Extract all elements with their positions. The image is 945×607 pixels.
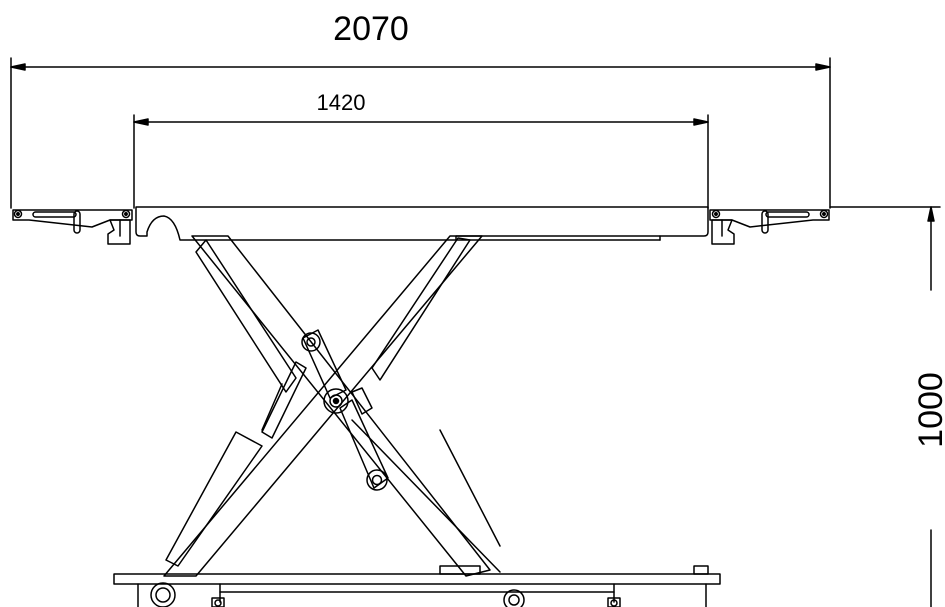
height-label: 1000 [912,372,945,448]
overall-width-label: 2070 [333,10,409,48]
right-extension-arm [709,209,830,245]
platform-width-label: 1420 [317,90,366,115]
scissor-arm-a [191,235,491,577]
height-dimension [829,206,941,607]
base-roller-left [150,582,176,607]
overall-width-dimension [10,57,831,209]
scissor-arm-b [163,235,483,577]
top-platform [135,206,709,241]
hydraulic-cylinder [165,361,307,567]
diagonal-brace [351,419,501,573]
base-frame [113,565,721,607]
upper-pivot-link [301,329,347,399]
platform-width-dimension [133,114,709,209]
base-roller-right [503,589,525,607]
lower-pivot-link [339,387,389,491]
left-extension-arm [12,209,133,245]
